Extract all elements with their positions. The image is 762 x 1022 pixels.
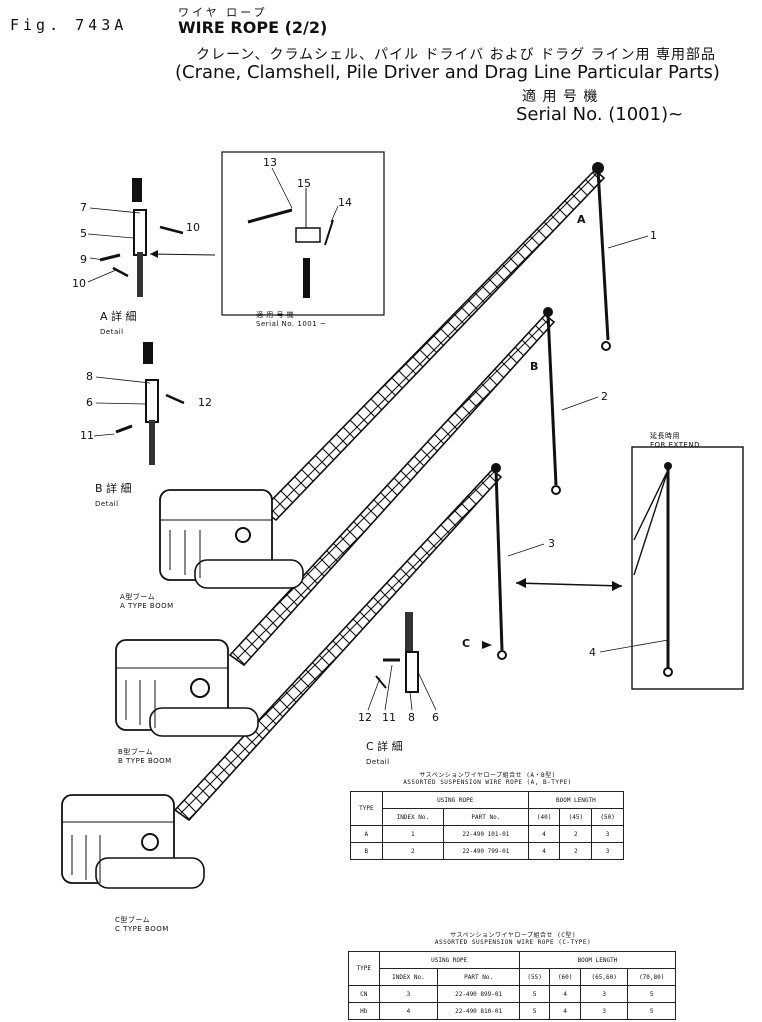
callout-10b: 10 [72,277,86,290]
table-ab: TYPE USING ROPE BOOM LENGTH INDEX No. PA… [350,791,625,860]
table-row: A 1 22-490 101-01 4 2 3 [350,825,624,843]
th-c3: (65,60) [579,968,629,986]
callout-12-c: 12 [358,711,372,724]
crane-body-b [115,639,259,737]
th-c1: (55) [518,968,551,986]
callout-8-c: 8 [408,711,415,724]
callout-13: 13 [263,156,277,169]
detail-c-parts [367,612,437,711]
th-part: PART No. [442,808,529,826]
callout-2: 2 [601,390,608,403]
extend-frame [631,446,744,690]
th-using-rope: USING ROPE [378,951,520,969]
pin-13 [247,208,293,224]
th-index: INDEX No. [381,808,444,826]
figure-number: Fig. 743A [10,16,128,34]
callout-12: 12 [198,396,212,409]
callout-1: 1 [650,229,657,242]
table-row: Hb 4 22-490 810-01 5 4 3 5 [348,1002,676,1020]
inset-frame [221,151,385,316]
th-type: TYPE [350,791,383,826]
cotter-14 [324,219,334,246]
boom-c [173,463,507,822]
subtitle-en: (Crane, Clamshell, Pile Driver and Drag … [175,62,720,83]
th-boom-length: BOOM LENGTH [518,951,677,969]
serial-jp: 適 用 号 機 [522,89,599,105]
th-boom-length: BOOM LENGTH [527,791,625,809]
table-c: TYPE USING ROPE BOOM LENGTH INDEX No. PA… [348,951,677,1020]
th-using-rope: USING ROPE [381,791,529,809]
th-index: INDEX No. [378,968,439,986]
callout-5: 5 [80,227,87,240]
serial-number: Serial No. (1001)~ [516,104,684,125]
th-c1: (40) [527,808,561,826]
callout-6-c: 6 [432,711,439,724]
table-c-caption: サスペンションワイヤロープ組合せ (C型)ASSORTED SUSPENSION… [434,932,592,946]
callout-14: 14 [338,196,352,209]
detail-a-parts [87,178,216,297]
page-title: WIRE ROPE (2/2) [178,18,328,37]
th-part: PART No. [437,968,520,986]
boom-a [260,162,611,522]
callout-7: 7 [80,201,87,214]
th-type: TYPE [348,951,380,986]
crane-body-c [61,794,205,889]
table-row: B 2 22-490 799-01 4 2 3 [350,842,624,860]
callout-6: 6 [86,396,93,409]
clevis-15 [295,227,321,243]
th-c4: (70,80) [627,968,676,986]
subtitle-jp: クレーン、クラムシェル、パイル ドライバ および ドラグ ライン用 専用部品 [196,47,717,63]
callout-11-c: 11 [382,711,396,724]
marker-c: C [462,637,471,650]
marker-a: A [577,213,586,226]
callout-4: 4 [589,646,596,659]
callout-10a: 10 [186,221,200,234]
marker-b: B [530,360,539,373]
crane-body-a [159,489,304,589]
boom-b [228,307,561,667]
detail-b-parts [93,342,185,465]
callout-8: 8 [86,370,93,383]
table-row: CN 3 22-490 899-01 5 4 3 5 [348,985,676,1003]
callout-3: 3 [548,537,555,550]
title-jp: ワイヤ ロープ [178,6,268,19]
th-c2: (45) [559,808,593,826]
th-c2: (60) [549,968,581,986]
th-c3: (50) [591,808,624,826]
callout-15: 15 [297,177,311,190]
socket-inset [303,258,310,298]
callout-11: 11 [80,429,94,442]
double-arrow [515,582,623,587]
callout-9: 9 [80,253,87,266]
table-ab-caption: サスペンションワイヤロープ組合せ (A・B型)ASSORTED SUSPENSI… [403,772,572,786]
